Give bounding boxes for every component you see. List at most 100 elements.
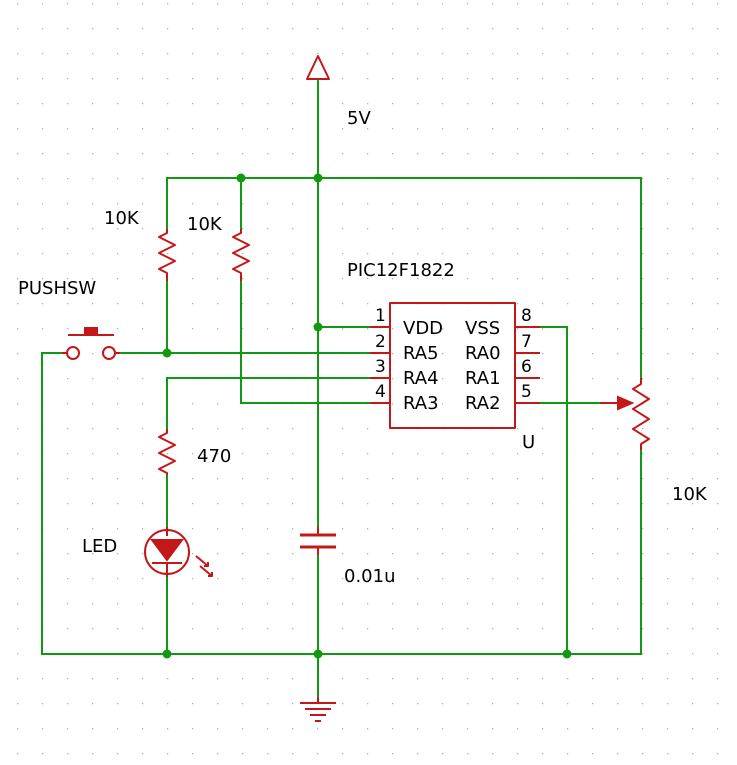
grid-dot [617, 703, 619, 705]
grid-dot [92, 153, 94, 155]
grid-dot [342, 553, 344, 555]
grid-dot [392, 703, 394, 705]
grid-dot [417, 553, 419, 555]
grid-dot [217, 428, 219, 430]
grid-dot [542, 3, 544, 5]
grid-dot [267, 153, 269, 155]
grid-dot [242, 278, 244, 280]
grid-dot [692, 278, 694, 280]
grid-dot [467, 78, 469, 80]
grid-dot [467, 578, 469, 580]
grid-dot [542, 553, 544, 555]
grid-dot [567, 228, 569, 230]
grid-dot [442, 128, 444, 130]
grid-dot [117, 678, 119, 680]
grid-dot [342, 53, 344, 55]
grid-dot [392, 678, 394, 680]
grid-dot [692, 203, 694, 205]
grid-dot [592, 428, 594, 430]
grid-dot [617, 28, 619, 30]
grid-dot [592, 103, 594, 105]
grid-dot [142, 678, 144, 680]
grid-dot [142, 378, 144, 380]
grid-dot [717, 403, 719, 405]
grid-dot [142, 428, 144, 430]
wire-pin8 [539, 326, 568, 655]
r1-value: 10K [104, 208, 140, 229]
grid-dot [442, 278, 444, 280]
grid-dot [517, 278, 519, 280]
grid-dot [17, 603, 19, 605]
grid-dot [192, 753, 194, 755]
grid-dot [67, 178, 69, 180]
grid-dot [667, 628, 669, 630]
led-label: LED [82, 536, 117, 557]
grid-dot [717, 553, 719, 555]
grid-dot [567, 128, 569, 130]
grid-dot [267, 703, 269, 705]
grid-dot [117, 153, 119, 155]
grid-dot [192, 578, 194, 580]
grid-dot [217, 253, 219, 255]
grid-dot [367, 328, 369, 330]
grid-dot [667, 203, 669, 205]
resistor-icon [158, 429, 176, 475]
pin-name: RA4 [403, 368, 439, 389]
grid-dot [717, 203, 719, 205]
grid-dot [617, 353, 619, 355]
grid-dot [717, 703, 719, 705]
wire-switch-left [41, 352, 63, 655]
grid-dot [642, 203, 644, 205]
grid-dot [542, 678, 544, 680]
grid-dot [667, 728, 669, 730]
potentiometer-icon [600, 378, 650, 450]
grid-dot [217, 3, 219, 5]
grid-dot [267, 303, 269, 305]
grid-dot [692, 78, 694, 80]
grid-dot [92, 728, 94, 730]
ic-chip [370, 302, 540, 429]
grid-dot [342, 678, 344, 680]
grid-dot [592, 578, 594, 580]
grid-dot [667, 53, 669, 55]
grid-dot [392, 503, 394, 505]
grid-dot [492, 53, 494, 55]
grid-dot [242, 728, 244, 730]
grid-dot [592, 603, 594, 605]
grid-dot [417, 278, 419, 280]
grid-dot [17, 403, 19, 405]
grid-dot [92, 3, 94, 5]
grid-dot [92, 278, 94, 280]
grid-dot [467, 403, 469, 405]
grid-dot [242, 3, 244, 5]
grid-dot [42, 278, 44, 280]
grid-dot [292, 3, 294, 5]
grid-dot [392, 378, 394, 380]
grid-dot [517, 53, 519, 55]
grid-dot [342, 503, 344, 505]
grid-dot [367, 753, 369, 755]
grid-dot [342, 253, 344, 255]
grid-dot [542, 303, 544, 305]
grid-dot [717, 353, 719, 355]
grid-dot [242, 603, 244, 605]
grid-dot [392, 128, 394, 130]
ground-icon [300, 697, 336, 722]
grid-dot [217, 303, 219, 305]
grid-dot [267, 628, 269, 630]
grid-dot [267, 78, 269, 80]
grid-dot [192, 403, 194, 405]
grid-dot [492, 528, 494, 530]
grid-dot [317, 753, 319, 755]
grid-dot [17, 153, 19, 155]
grid-dot [492, 378, 494, 380]
grid-dot [492, 128, 494, 130]
resistor-icon [232, 229, 250, 281]
grid-dot [167, 78, 169, 80]
grid-dot [292, 553, 294, 555]
grid-dot [667, 753, 669, 755]
grid-dot [92, 203, 94, 205]
grid-dot [567, 303, 569, 305]
grid-dot [267, 528, 269, 530]
